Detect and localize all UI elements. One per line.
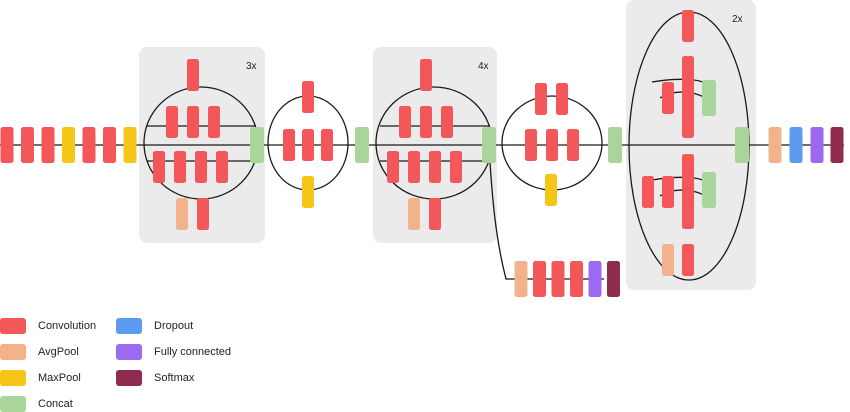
repeat-label-3x: 3x (246, 61, 257, 72)
convolution-block (283, 129, 295, 161)
convolution-block (302, 129, 314, 161)
legend-item-maxpool: MaxPool (0, 370, 81, 386)
convolution-block (525, 129, 537, 161)
concat-block (482, 127, 496, 163)
legend-label-softmax: Softmax (154, 372, 195, 384)
convolution-block (551, 261, 565, 297)
legend-item-avgpool: AvgPool (0, 344, 79, 360)
softmax-block (607, 261, 620, 297)
convolution-block (41, 127, 55, 163)
convolution-block (21, 127, 34, 163)
convolution-block (567, 129, 579, 161)
connection-line (488, 144, 604, 280)
convolution-block (197, 198, 209, 230)
legend-swatch-dropout (116, 318, 142, 334)
convolution-block (399, 106, 411, 138)
convolution-block (662, 176, 674, 208)
legend-label-maxpool: MaxPool (38, 372, 81, 384)
convolution-block (682, 10, 694, 42)
convolution-block (556, 83, 568, 115)
convolution-block (429, 198, 441, 230)
concat-block (735, 127, 749, 163)
convolution-block (103, 127, 116, 163)
convolution-block (166, 106, 178, 138)
convolution-block (153, 151, 165, 183)
legend-swatch-fully-connected (116, 344, 142, 360)
maxpool-block (123, 127, 137, 163)
legend-label-avgpool: AvgPool (38, 346, 79, 358)
legend-item-dropout: Dropout (116, 318, 193, 334)
maxpool-block (545, 174, 557, 206)
convolution-block (662, 82, 674, 114)
legend-label-concat: Concat (38, 398, 73, 410)
convolution-block (429, 151, 441, 183)
convolution-block (216, 151, 228, 183)
dropout-block (789, 127, 803, 163)
concat-block (250, 127, 264, 163)
convolution-block (450, 151, 462, 183)
convolution-block (82, 127, 96, 163)
avgpool-block (768, 127, 782, 163)
legend-item-softmax: Softmax (116, 370, 194, 386)
legend-item-concat: Concat (0, 396, 73, 412)
avgpool-block (408, 198, 420, 230)
legend-label-fully-connected: Fully connected (154, 346, 232, 358)
legend-swatch-softmax (116, 370, 142, 386)
softmax-block (830, 127, 844, 163)
convolution-block (535, 83, 547, 115)
legend-item-convolution: Convolution (0, 318, 96, 334)
convolution-block (195, 151, 207, 183)
legend-swatch-maxpool (0, 370, 26, 386)
concat-block (702, 172, 716, 208)
legend-swatch-avgpool (0, 344, 26, 360)
legend-swatch-convolution (0, 318, 26, 334)
concat-block (702, 80, 716, 116)
fully-connected-block (810, 127, 824, 163)
repeat-label-4x: 4x (478, 61, 489, 72)
convolution-block (682, 197, 694, 229)
convolution-block (441, 106, 453, 138)
convolution-block (682, 106, 694, 138)
convolution-block (321, 129, 333, 161)
convolution-block (302, 81, 314, 113)
convolution-block (0, 127, 14, 163)
convolution-block (642, 176, 654, 208)
convolution-block (387, 151, 399, 183)
convolution-block (546, 129, 558, 161)
convolution-block (208, 106, 220, 138)
convolution-block (187, 106, 199, 138)
legend-item-fully-connected: Fully connected (116, 344, 231, 360)
convolution-block (533, 261, 546, 297)
legend-label-convolution: Convolution (38, 320, 97, 332)
concat-block (608, 127, 622, 163)
legend: Convolution AvgPool MaxPool Concat Dropo… (0, 312, 850, 412)
maxpool-block (302, 176, 314, 208)
avgpool-block (662, 244, 674, 276)
fully-connected-block (588, 261, 602, 297)
convolution-block (570, 261, 583, 297)
avgpool-block (176, 198, 188, 230)
repeat-label-2x: 2x (732, 14, 743, 25)
concat-block (355, 127, 369, 163)
avgpool-block (514, 261, 528, 297)
convolution-block (187, 59, 199, 91)
convolution-block (174, 151, 186, 183)
maxpool-block (62, 127, 75, 163)
convolution-block (408, 151, 420, 183)
legend-swatch-concat (0, 396, 26, 412)
convolution-block (420, 106, 432, 138)
convolution-block (420, 59, 432, 91)
convolution-block (682, 244, 694, 276)
convolution-block (682, 56, 694, 88)
legend-label-dropout: Dropout (154, 320, 194, 332)
